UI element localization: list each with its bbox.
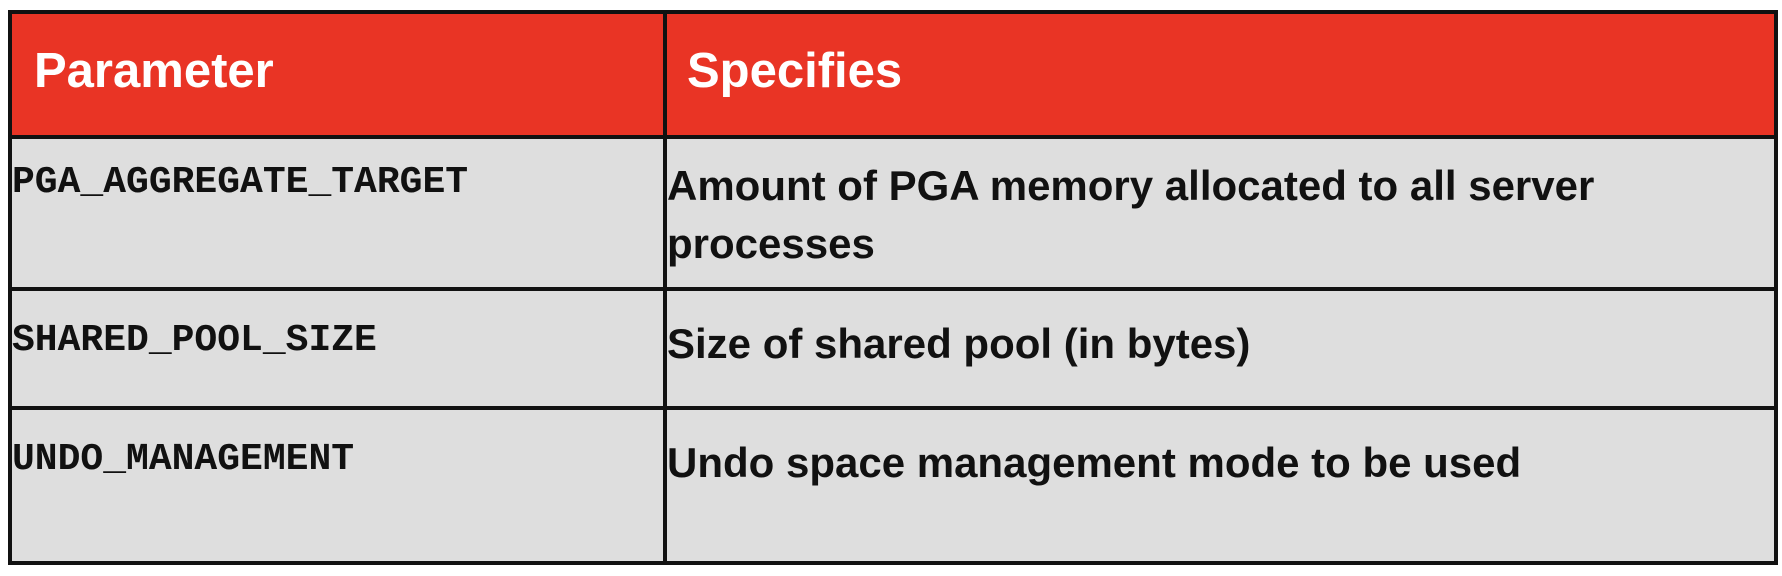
table-header-row: Parameter Specifies — [8, 10, 1778, 139]
parameter-name: SHARED_POOL_SIZE — [8, 286, 667, 411]
parameter-table: Parameter Specifies PGA_AGGREGATE_TARGET… — [8, 10, 1778, 565]
parameter-column-header: Parameter — [8, 10, 667, 139]
table-row: UNDO_MANAGEMENT Undo space management mo… — [8, 406, 1778, 565]
specifies-column-header: Specifies — [663, 10, 1778, 139]
parameter-description: Undo space management mode to be used — [663, 406, 1778, 565]
parameter-name: PGA_AGGREGATE_TARGET — [8, 134, 667, 291]
table-row: SHARED_POOL_SIZE Size of shared pool (in… — [8, 286, 1778, 411]
parameter-description: Amount of PGA memory allocated to all se… — [663, 134, 1778, 291]
parameter-name: UNDO_MANAGEMENT — [8, 406, 667, 565]
parameter-description: Size of shared pool (in bytes) — [663, 286, 1778, 411]
table-row: PGA_AGGREGATE_TARGET Amount of PGA memor… — [8, 134, 1778, 291]
